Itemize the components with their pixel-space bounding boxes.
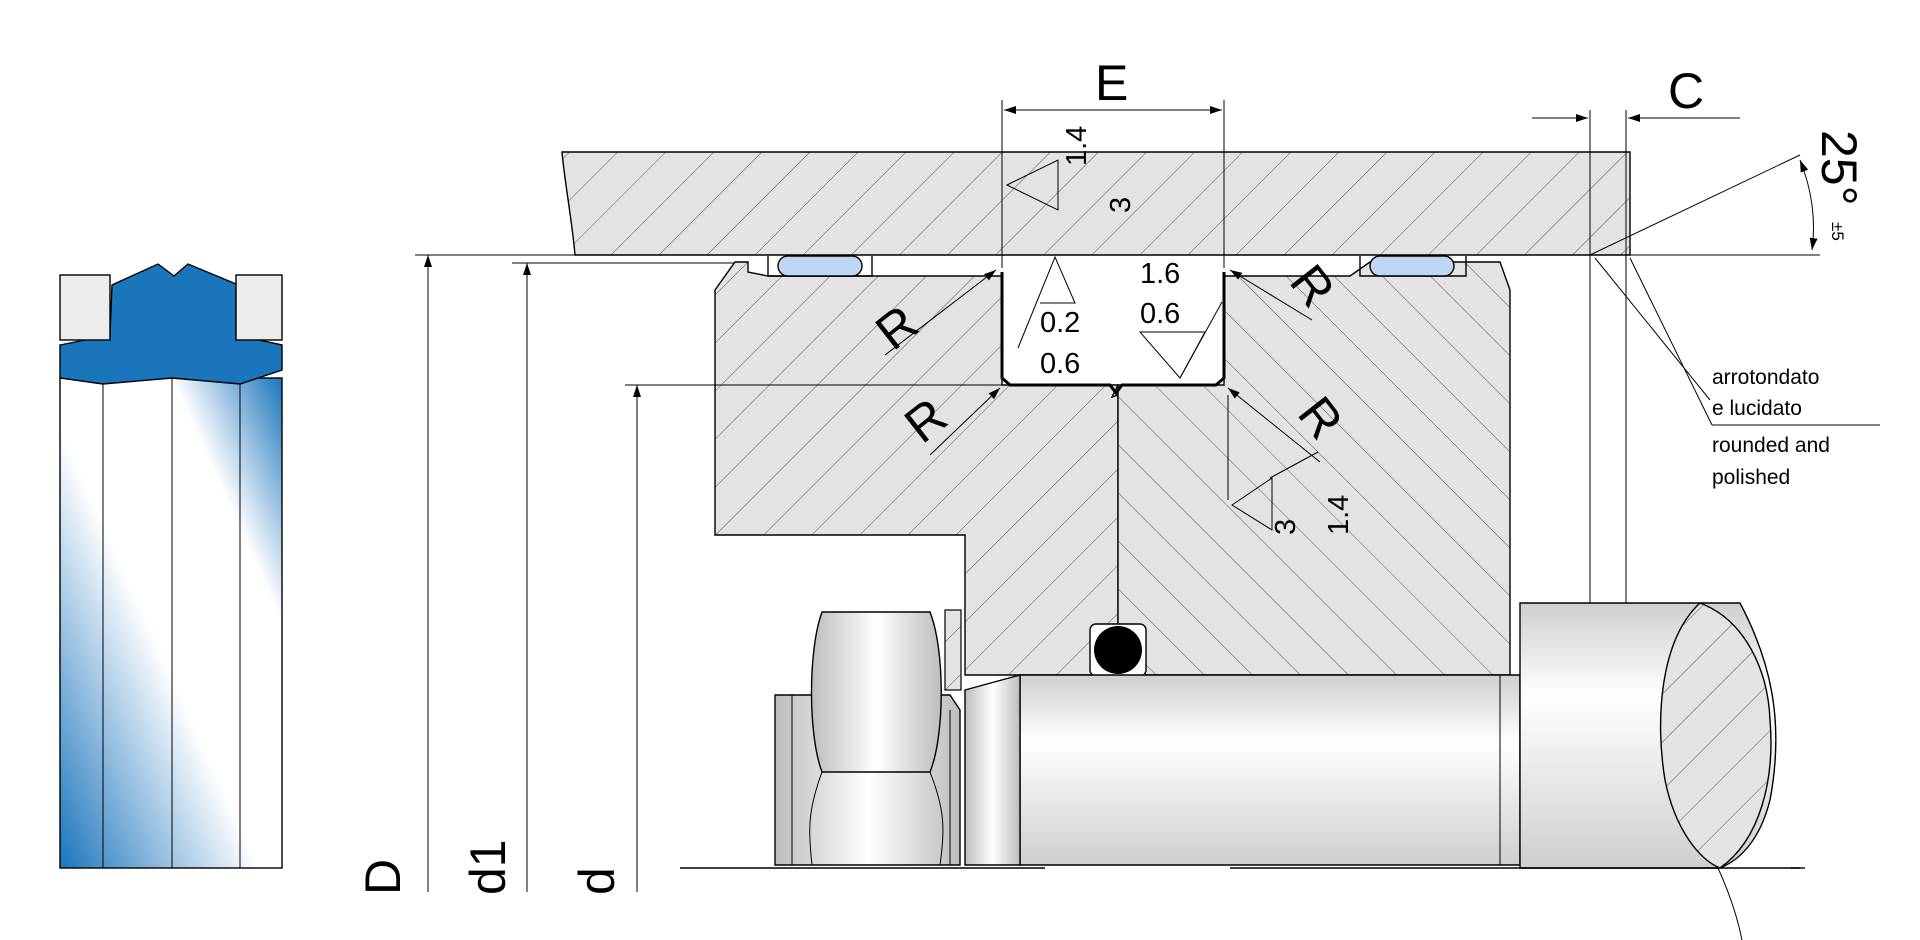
edge-note: arrotondato e lucidato rounded and polis… (1594, 257, 1880, 489)
label-d: d (569, 867, 625, 895)
surface-bottom-upper: 3 (1270, 519, 1302, 535)
label-d1: d1 (460, 839, 516, 895)
label-angle-tolerance: ±5 (1828, 222, 1847, 241)
dimension-d: d (569, 384, 1002, 895)
chamfer-angle: 25° ±5 (1589, 130, 1867, 256)
label-C: C (1668, 63, 1704, 119)
surface-groove-left-lower: 0.6 (1040, 348, 1080, 380)
hex-nut (774, 609, 962, 866)
note-en-line1: rounded and (1712, 434, 1830, 457)
dimension-C: C (1532, 63, 1740, 603)
surface-groove-right-upper: 1.6 (1140, 258, 1180, 290)
o-ring (1089, 623, 1147, 677)
label-angle: 25° (1811, 130, 1867, 206)
label-E: E (1095, 55, 1128, 111)
surface-groove-right-lower: 0.6 (1140, 298, 1180, 330)
piston-rod (964, 602, 1777, 869)
seal-profile-view (59, 263, 283, 869)
dimension-D: D (355, 255, 432, 895)
note-it-line1: arrotondato (1712, 366, 1819, 389)
surface-top-lower: 3 (1105, 197, 1137, 213)
surface-finish-groove-left: 0.2 0.6 (1017, 255, 1080, 380)
dimension-d1: d1 (460, 262, 735, 895)
housing-bore-block (415, 151, 1820, 256)
surface-groove-left-upper: 0.2 (1040, 307, 1080, 339)
note-en-line2: polished (1712, 466, 1790, 489)
surface-top-upper: 1.4 (1061, 126, 1093, 166)
surface-finish-bottom-right: 3 1.4 (1227, 395, 1355, 535)
dimension-E: E (1001, 55, 1225, 268)
surface-finish-top: 1.4 3 (1005, 126, 1137, 213)
surface-finish-groove-right: 1.6 0.6 (1138, 258, 1223, 379)
surface-bottom-lower: 1.4 (1323, 495, 1355, 535)
label-D: D (355, 859, 411, 895)
note-it-line2: e lucidato (1712, 397, 1802, 420)
piston-body (714, 261, 1511, 676)
guide-rings (767, 255, 1467, 277)
